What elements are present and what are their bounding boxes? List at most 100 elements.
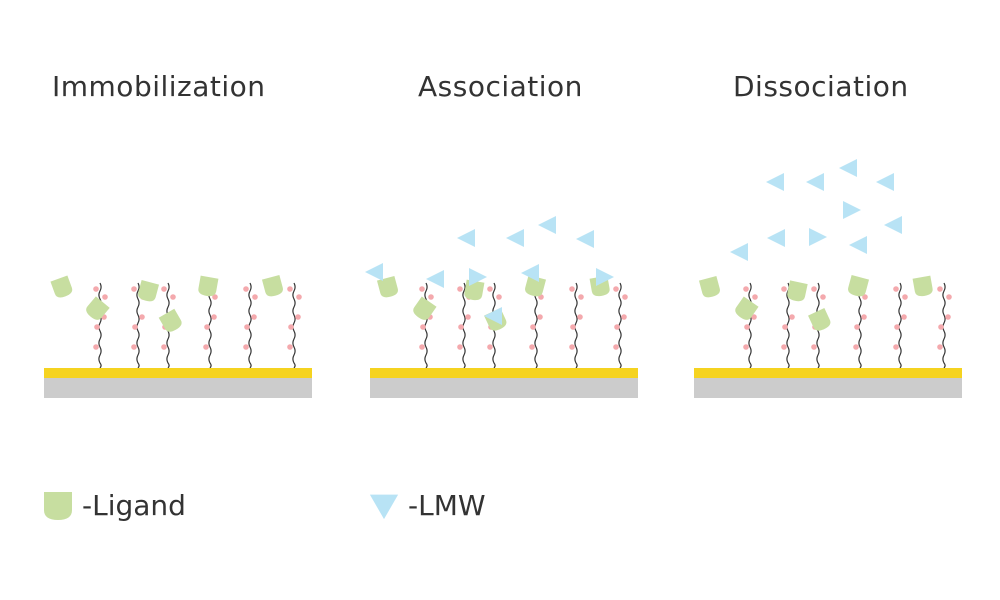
lmw-icon	[767, 229, 785, 247]
gold-layer	[44, 368, 312, 378]
dextran-dot	[465, 314, 471, 320]
dextran-dot	[487, 344, 493, 350]
ligand-icon	[158, 308, 182, 332]
dextran-dot	[893, 286, 899, 292]
lmw-icon	[884, 216, 902, 234]
dextran-dot	[938, 324, 944, 330]
dextran-dot	[161, 344, 167, 350]
lmw-icon	[806, 173, 824, 191]
panel-title-dissociation: Dissociation	[733, 70, 909, 103]
dextran-dot	[614, 324, 620, 330]
dextran-dot	[613, 344, 619, 350]
dextran-dot	[578, 294, 584, 300]
dextran-dot	[621, 314, 627, 320]
ligand-icon	[50, 275, 73, 298]
dextran-dot	[937, 286, 943, 292]
dextran-dot	[820, 294, 826, 300]
dextran-dot	[132, 324, 138, 330]
dextran-dot	[496, 294, 502, 300]
dextran-dot	[893, 344, 899, 350]
legend-lmw-label: -LMW	[408, 488, 486, 522]
dextran-dot	[862, 294, 868, 300]
dextran-dot	[93, 286, 99, 292]
dextran-dot	[93, 344, 99, 350]
ligand-icon	[787, 280, 808, 302]
dextran-dot	[102, 294, 108, 300]
legend-lmw: -LMW	[368, 488, 486, 522]
lmw-icon	[538, 216, 556, 234]
dextran-dot	[212, 294, 218, 300]
dextran-dot	[131, 344, 137, 350]
dextran-dot	[569, 344, 575, 350]
dextran-dot	[744, 324, 750, 330]
ligand-icon	[525, 274, 547, 297]
sensor-substrate	[370, 378, 638, 398]
dextran-dot	[287, 286, 293, 292]
dextran-dot	[457, 344, 463, 350]
lmw-icon	[365, 263, 383, 281]
dextran-dot	[752, 294, 758, 300]
dextran-dot	[243, 286, 249, 292]
dextran-dot	[287, 344, 293, 350]
ligand-icon	[86, 296, 110, 320]
dextran-dot	[861, 314, 867, 320]
dextran-dot	[811, 344, 817, 350]
lmw-icon	[484, 307, 502, 325]
dextran-dot	[751, 314, 757, 320]
dextran-dot	[789, 314, 795, 320]
lmw-icon	[457, 229, 475, 247]
ligand-icon	[735, 296, 759, 320]
dextran-dot	[613, 286, 619, 292]
ligand-icon	[261, 274, 283, 297]
dextran-dot	[458, 324, 464, 330]
ligand-icon	[198, 275, 219, 297]
lmw-icon	[521, 264, 539, 282]
dextran-dot	[901, 314, 907, 320]
dextran-dot	[743, 344, 749, 350]
dextran-dot	[782, 324, 788, 330]
panel-title-immobilization: Immobilization	[52, 70, 266, 103]
dextran-dot	[457, 286, 463, 292]
lmw-icon	[766, 173, 784, 191]
dextran-dot	[569, 286, 575, 292]
lmw-icon	[730, 243, 748, 261]
dextran-dot	[853, 344, 859, 350]
dextran-dot	[945, 314, 951, 320]
dextran-dot	[244, 324, 250, 330]
dextran-dot	[570, 324, 576, 330]
dextran-dot	[781, 344, 787, 350]
dextran-dot	[295, 314, 301, 320]
dextran-dot	[420, 324, 426, 330]
lmw-icon	[506, 229, 524, 247]
sensor-substrate	[44, 378, 312, 398]
dextran-dot	[577, 314, 583, 320]
gold-layer	[694, 368, 962, 378]
dextran-dot	[251, 314, 257, 320]
lmw-icon	[876, 173, 894, 191]
dextran-dot	[296, 294, 302, 300]
dextran-dot	[170, 294, 176, 300]
dextran-dot	[161, 286, 167, 292]
dextran-dot	[487, 286, 493, 292]
ligand-icon	[413, 296, 437, 320]
ligand-icon	[848, 274, 870, 297]
gold-layer	[370, 368, 638, 378]
dextran-dot	[204, 324, 210, 330]
ligand-icon	[808, 308, 831, 331]
sensor-substrate	[694, 378, 962, 398]
lmw-icon	[469, 268, 487, 286]
lmw-icon	[596, 268, 614, 286]
ligand-icon	[376, 275, 398, 298]
legend-ligand-label: -Ligand	[82, 488, 186, 522]
legend-ligand: -Ligand	[42, 488, 186, 522]
dextran-dot	[131, 286, 137, 292]
ligand-legend-icon	[44, 492, 72, 520]
dextran-dot	[937, 344, 943, 350]
dextran-dot	[743, 286, 749, 292]
dextran-dot	[537, 314, 543, 320]
lmw-icon	[809, 228, 827, 246]
dextran-dot	[94, 324, 100, 330]
ligand-icon	[138, 279, 160, 302]
dextran-dot	[622, 294, 628, 300]
